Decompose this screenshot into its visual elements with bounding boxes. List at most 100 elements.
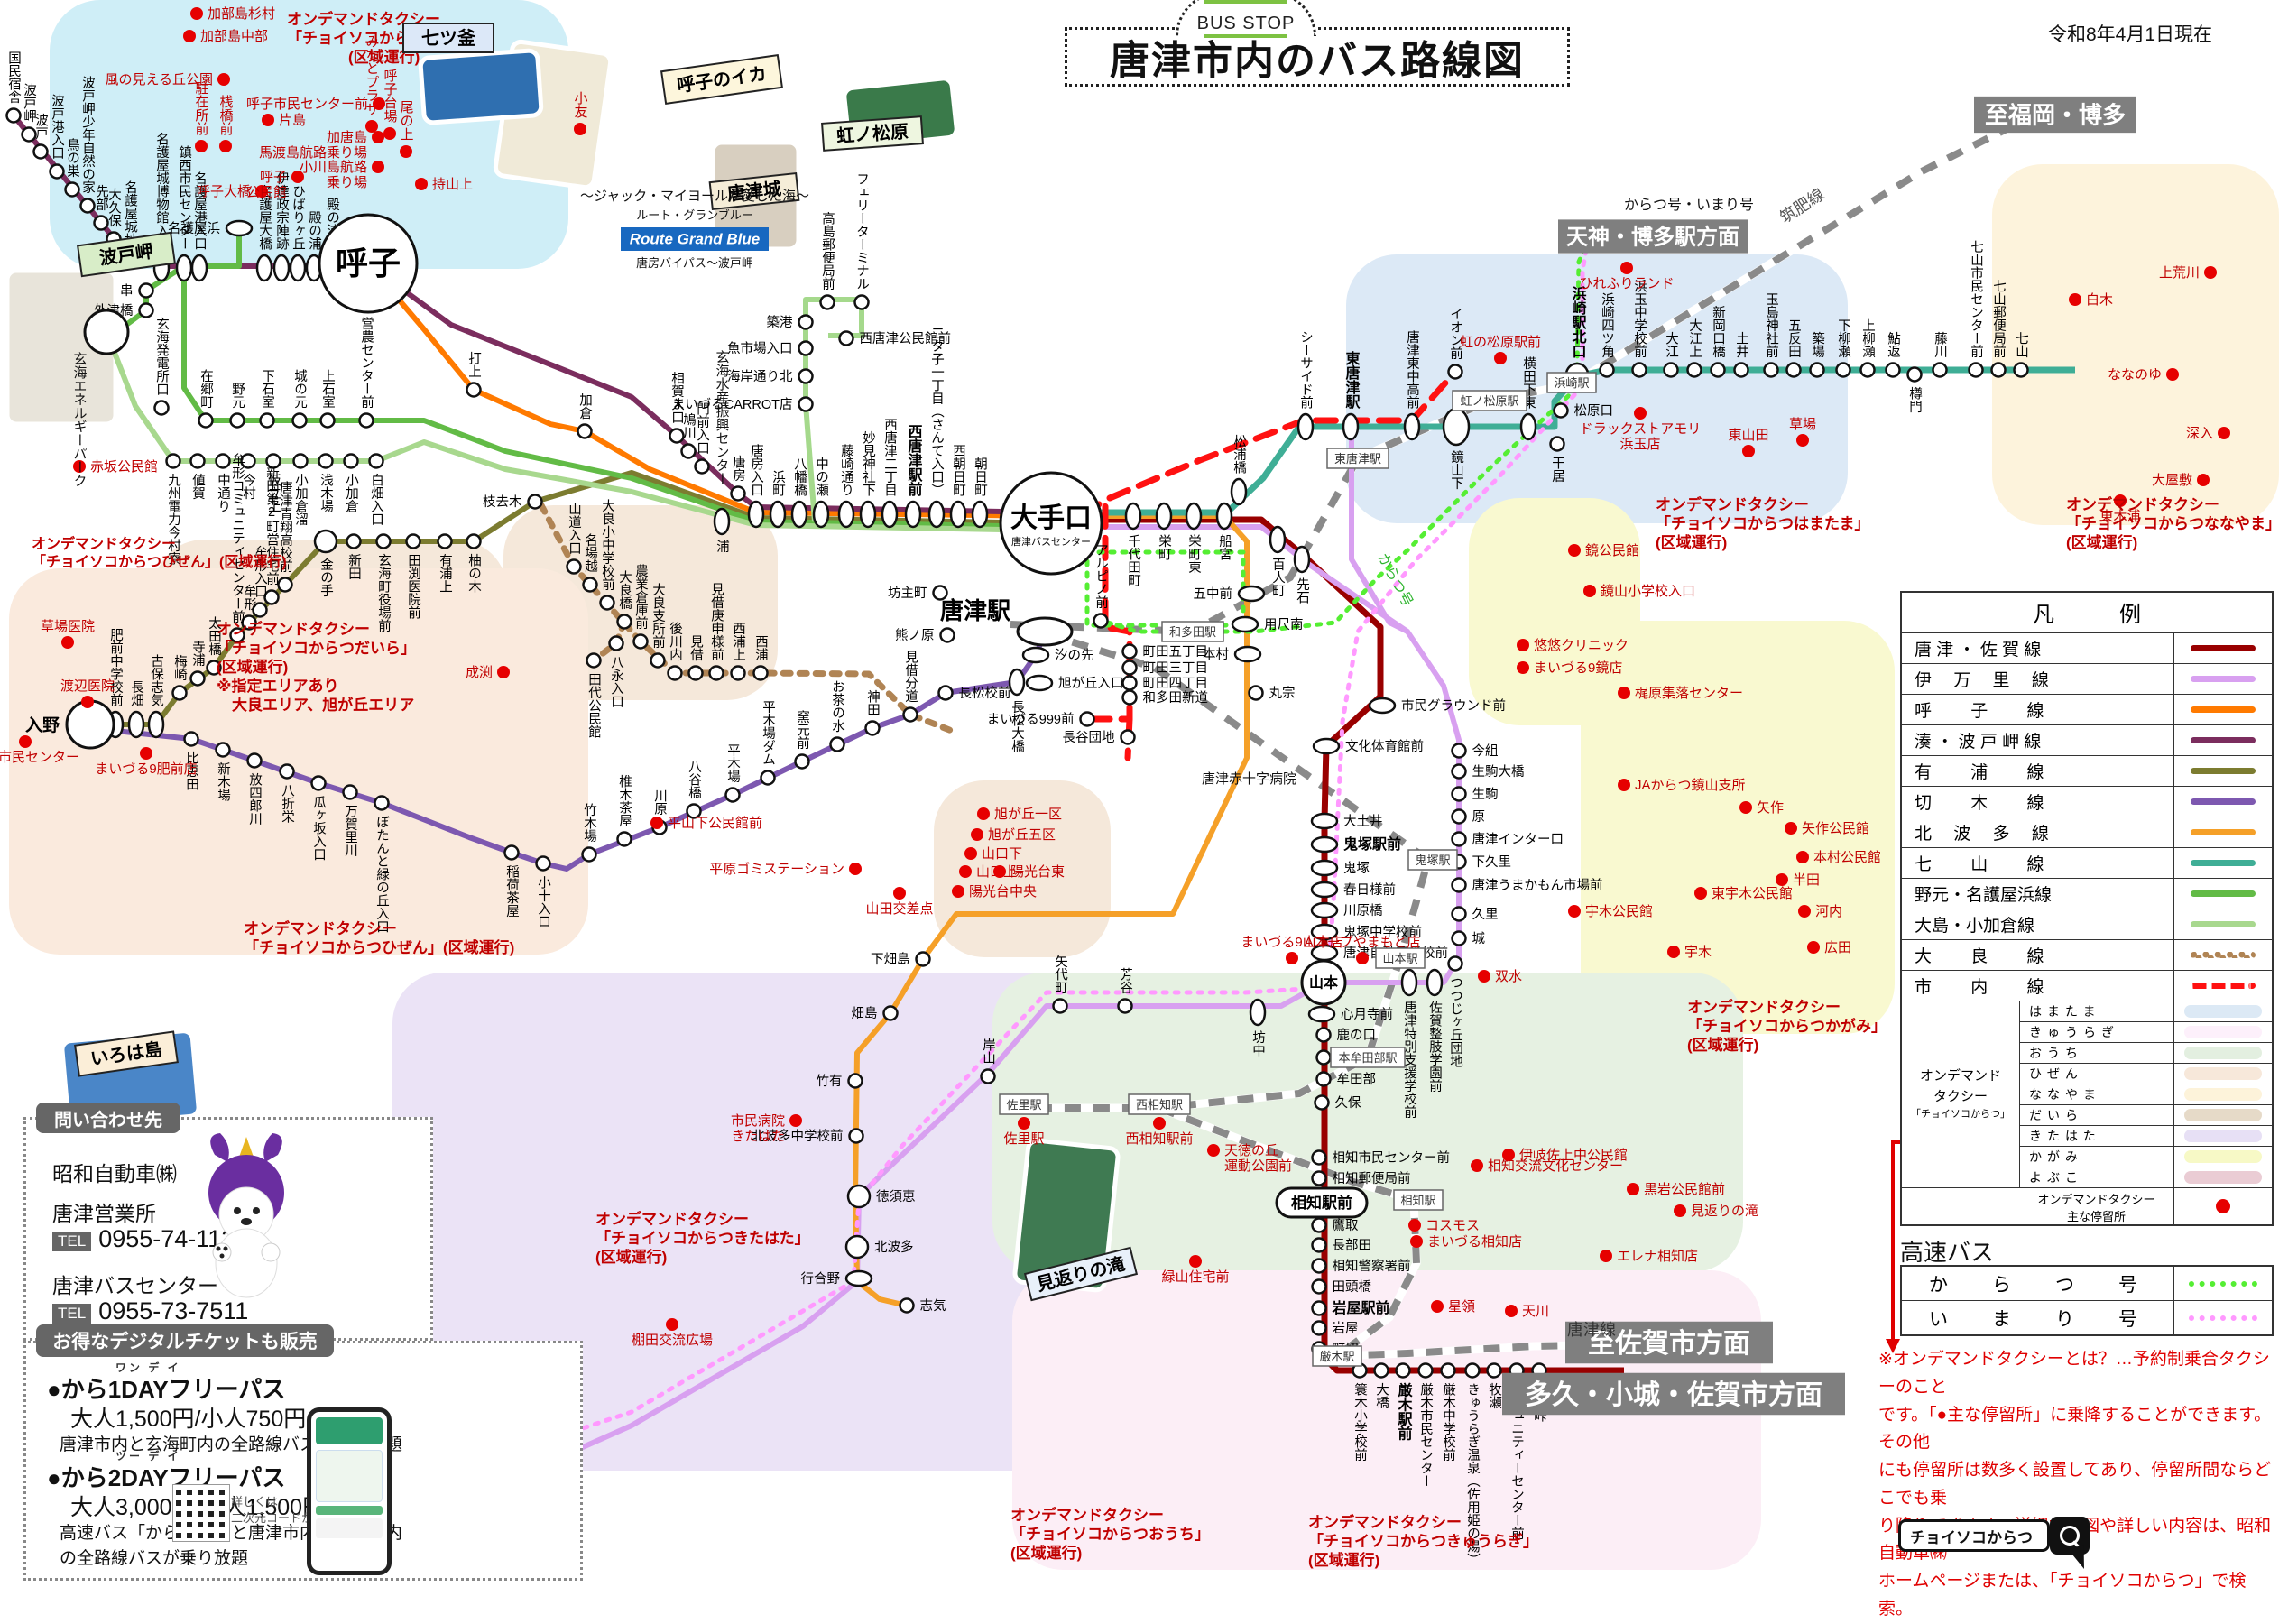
bus-stop — [279, 763, 295, 780]
rail-station-label: 和多田駅 — [1169, 625, 1216, 639]
taxi-stop-dot — [497, 666, 510, 678]
bus-stop — [694, 458, 710, 475]
bus-stop-label: 新田 — [346, 553, 361, 580]
photo-image — [418, 48, 544, 125]
highway-bus-row: か ら つ 号 — [1902, 1267, 2272, 1301]
taxi-stop-dot — [1667, 946, 1680, 958]
bus-stop — [1464, 1362, 1481, 1379]
rail-station-box — [1452, 390, 1527, 411]
bus-stop-label: 和多田新道 — [1143, 690, 1209, 706]
taxi-stop-label: みなとプラザ — [364, 34, 380, 115]
highway-bus-panel: か ら つ 号い ま り 号 — [1900, 1265, 2274, 1336]
photo-sign-box — [77, 231, 176, 278]
taxi-stop-label: エレナ相知店 — [1617, 1249, 1698, 1264]
bus-stop-label: 大江上 — [1687, 318, 1702, 358]
taxi-area-label: オンデマンドタクシー「チョイソコからつきたはた」(区域運行) — [595, 1210, 810, 1266]
direction-badge-label: 天神・博多駅方面 — [1566, 225, 1739, 250]
bus-stop — [730, 665, 746, 681]
taxi-area-label: オンデマンドタクシー「チョイソコからつひぜん」(区域運行) — [244, 919, 514, 956]
bus-stop — [1310, 859, 1339, 877]
bus-stop — [829, 736, 845, 752]
search-button[interactable] — [2050, 1517, 2090, 1555]
bus-stop-label: 千代田町 — [1126, 534, 1140, 587]
rail-station-box — [1407, 849, 1458, 871]
legend-taxi-area-row: よぶこ — [2020, 1167, 2272, 1187]
bus-stop-sign-label: BUS STOP — [1196, 14, 1296, 33]
bus-stop-label: 町田五丁目 — [1143, 645, 1209, 660]
bus-stop-label: コミュニティーセンター前 — [1509, 1383, 1524, 1541]
bus-stop — [215, 453, 231, 469]
bus-stop — [1293, 545, 1311, 574]
bus-stop — [1733, 362, 1749, 378]
legend-taxi-area-row: はまたま — [2020, 1001, 2272, 1022]
map-text-label: 玄海エネルギーパーク — [72, 352, 88, 487]
taxi-stop-label: 呼子台場 — [383, 69, 398, 123]
bus-stop-label: 田頭橋 — [1333, 1279, 1372, 1295]
bus-stop — [747, 500, 765, 529]
taxi-stop-dot — [952, 885, 964, 898]
bus-stop — [847, 1073, 863, 1089]
taxi-stop-dot — [1634, 407, 1647, 420]
bus-stop — [1310, 881, 1339, 899]
bus-stop-label: 小十入口 — [536, 875, 550, 928]
bus-stop — [229, 412, 245, 429]
bus-stop-label: 七山 — [2014, 331, 2028, 358]
bus-stop — [798, 396, 814, 412]
bus-stop-label: 波戸 — [33, 113, 48, 140]
bus-stop — [215, 742, 231, 758]
bus-stop — [586, 652, 602, 669]
legend-route-row: 北 波 多 線 — [1902, 817, 2272, 848]
bus-stop — [687, 665, 704, 681]
bus-stop — [577, 423, 593, 439]
bus-stop — [1021, 646, 1050, 664]
bus-stop-label: 生駒 — [1472, 787, 1499, 802]
bus-stop-label: 八谷橋 — [687, 760, 701, 799]
bus-stop — [1368, 697, 1397, 715]
taxi-stop-label: 尾の上 — [399, 100, 414, 141]
bus-stop — [342, 784, 358, 800]
bus-stop — [1310, 812, 1339, 830]
bus-stop-label: 町田四丁目 — [1143, 677, 1209, 691]
taxi-stop-dot — [1517, 661, 1529, 674]
ondemand-taxi-note: ※オンデマンドタクシーとは？…予約制乗合タクシーのことです。「●主な停留所」に乗… — [1878, 1346, 2279, 1624]
taxi-stop-dot — [373, 97, 385, 110]
search-input-value: チョイソコからつ — [1910, 1528, 2033, 1546]
bus-stop-label: 岩屋駅前 — [1332, 1299, 1390, 1316]
bus-stop — [255, 254, 273, 282]
note-line: です。「●主な停留所」に乗降することができます。その他 — [1878, 1405, 2272, 1453]
bus-stop-label: 長谷団地 — [1063, 730, 1115, 745]
legend-taxi-area-row: だいら — [2020, 1105, 2272, 1126]
bus-stop — [259, 412, 275, 429]
red-stop-dot-icon — [2216, 1199, 2230, 1213]
direction-badge — [1558, 219, 1748, 254]
bus-stop-label: 七山郵便局前 — [1991, 279, 2006, 359]
taxi-stop-label: 矢作 — [1757, 800, 1784, 816]
bus-stop — [292, 453, 309, 469]
bus-stop-label: 中通り — [216, 473, 230, 512]
taxi-stop-dot — [1410, 1235, 1423, 1248]
taxi-stop-label: 成渕 — [466, 665, 493, 680]
bus-stop — [21, 126, 37, 143]
taxi-area-label: オンデマンドタクシー「チョイソコからつおうち」(区域運行) — [1010, 1506, 1210, 1562]
search-input[interactable]: チョイソコからつ — [1898, 1519, 2050, 1552]
bus-stop-label: 長松大橋 — [1010, 700, 1024, 752]
map-text-label: 筑肥線 — [1776, 185, 1827, 226]
bus-stop-label: 浜崎駅北口 — [1570, 285, 1588, 358]
bus-stop-label: 久里 — [1472, 907, 1499, 922]
taxi-stop-label: 上荒川 — [2159, 265, 2200, 281]
taxi-stop-label: 呼子大橋 — [197, 184, 251, 199]
bus-stop — [667, 665, 683, 681]
rail-station-label: 東唐津駅 — [1334, 452, 1381, 466]
bus-stop — [1451, 906, 1467, 922]
ticket-header-badge: お得なデジタルチケットも販売 — [36, 1324, 334, 1357]
bus-stop — [1373, 1362, 1389, 1379]
bus-stop — [198, 412, 214, 429]
legend-taxi-stop-label: オンデマンドタクシー主な停留所 — [2019, 1188, 2174, 1224]
bus-stop-label: 相知警察署前 — [1333, 1258, 1411, 1274]
taxi-stop-label: 宇木公民館 — [1585, 904, 1653, 919]
bus-stop-label: 藤崎通り — [839, 444, 853, 497]
bus-stop — [1426, 968, 1444, 997]
contact-office-2: 唐津バスセンター — [52, 1274, 218, 1297]
map-text-label: ルート・グランブルー — [636, 208, 753, 222]
bus-stop — [241, 614, 257, 631]
